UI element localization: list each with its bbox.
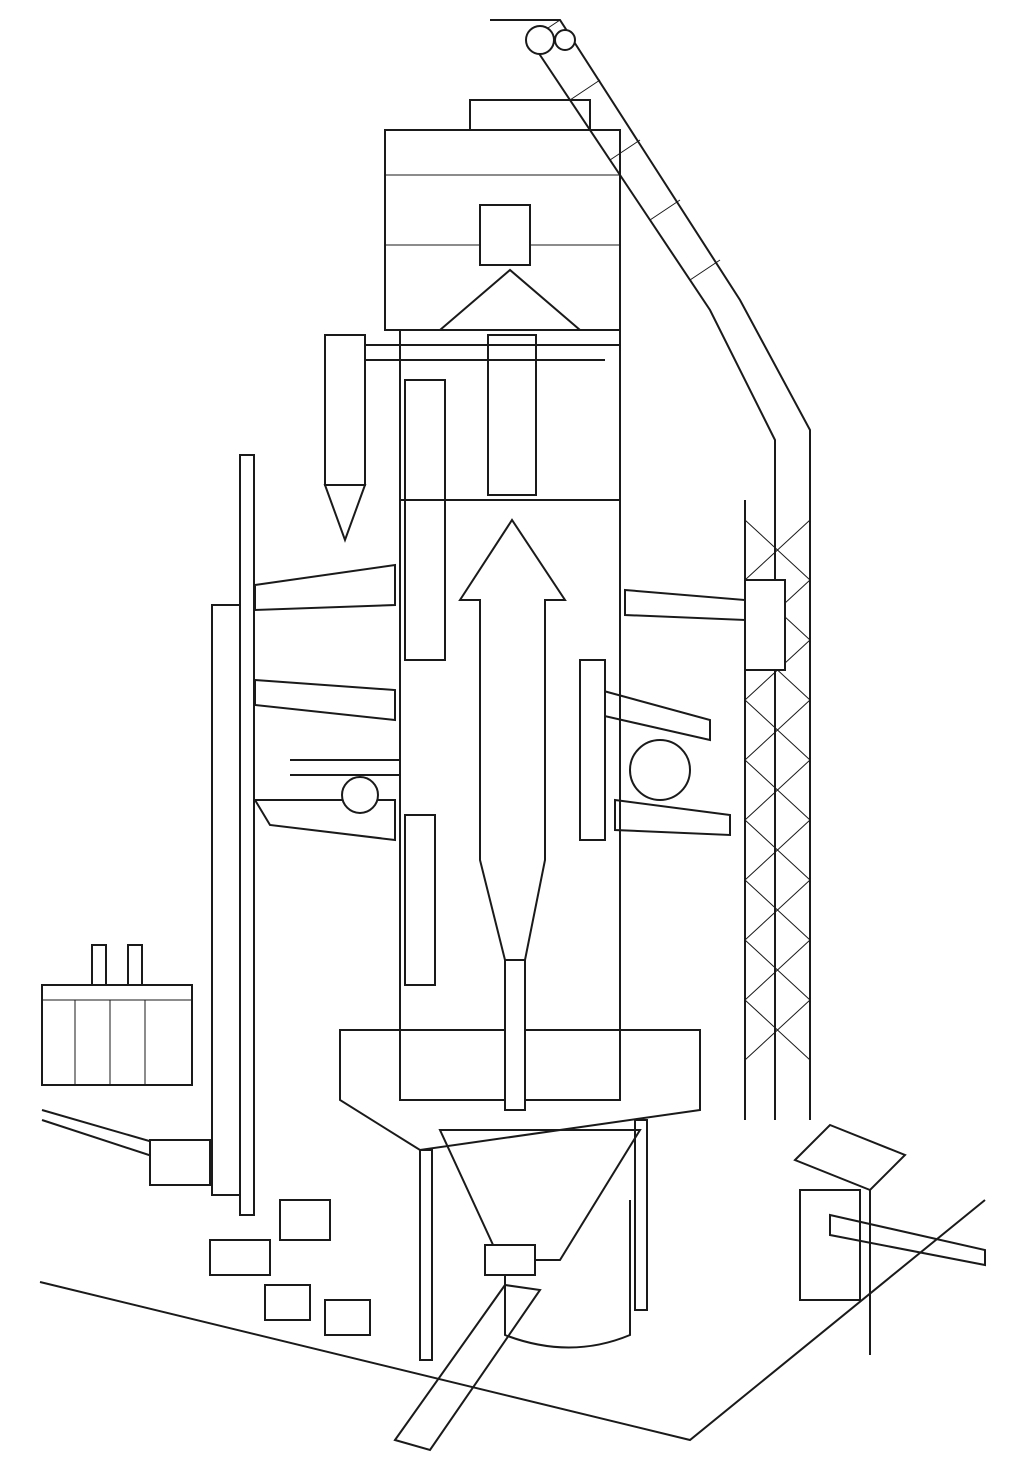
inner-shaft-top [487, 334, 537, 496]
gas-duct [290, 344, 620, 776]
kiln-shaft [399, 329, 621, 1111]
platform-middle [254, 678, 396, 722]
skip-car [744, 579, 786, 671]
kiln-top-structure [384, 99, 621, 331]
blower-fan-right [629, 739, 691, 801]
platform-lower-right [614, 798, 731, 837]
platform-upper-right [624, 588, 746, 622]
hoist-pulley [525, 25, 555, 55]
motor-unit [279, 1199, 331, 1241]
vertical-duct [239, 454, 255, 1216]
product-conveyor [393, 1283, 542, 1452]
ground-plane [39, 1199, 986, 1442]
dust-collector-building [41, 944, 216, 1186]
inner-combustion-chamber [458, 518, 567, 961]
blower-unit [264, 1284, 311, 1321]
blower-unit [324, 1299, 371, 1336]
feed-shed [793, 1123, 986, 1355]
support-column [419, 1149, 433, 1361]
platform-middle-right [599, 688, 711, 742]
motor-unit [209, 1239, 271, 1276]
support-column [634, 1119, 648, 1311]
chimney-stack [211, 604, 243, 1196]
blower-fan [341, 776, 379, 814]
feed-conveyor [829, 1213, 986, 1267]
discharge-hopper [438, 1129, 642, 1349]
cyclone-separator [323, 334, 367, 543]
platform-upper [254, 563, 396, 612]
discharge-car [484, 1244, 536, 1276]
